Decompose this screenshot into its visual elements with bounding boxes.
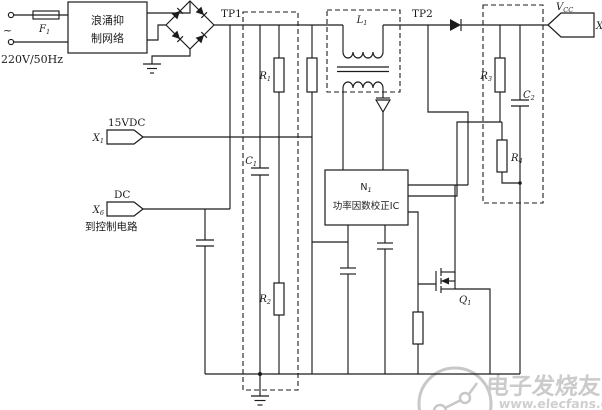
test-point-tp1: TP1 bbox=[221, 8, 242, 20]
resistor-r1: R1 bbox=[258, 25, 285, 283]
connector-x6: DC X6 到控制电路 bbox=[85, 189, 230, 233]
r2-label: R2 bbox=[258, 294, 271, 306]
x1-label: X1 bbox=[92, 133, 104, 145]
mosfet-q1: Q1 bbox=[408, 211, 491, 374]
capacitor-c2: C2 bbox=[511, 25, 535, 374]
connector-x2: VCC X2 bbox=[547, 2, 602, 38]
q1-label: Q1 bbox=[459, 295, 471, 307]
watermark-logo bbox=[417, 366, 493, 410]
diode-output bbox=[450, 19, 462, 31]
wire bbox=[147, 1, 191, 14]
ac-input-terminals: ~ 220V/50Hz bbox=[1, 11, 68, 66]
surge-suppressor-box: 浪涌抑 制网络 bbox=[67, 1, 148, 54]
wire bbox=[427, 25, 469, 185]
ic-n1: N1 功率因数校正IC bbox=[324, 169, 409, 226]
mains-voltage-label: 220V/50Hz bbox=[1, 53, 63, 66]
ic-name-label: 功率因数校正IC bbox=[333, 200, 400, 212]
resistor-startup bbox=[306, 25, 348, 374]
wire bbox=[147, 24, 166, 41]
dashed-group-output-divider bbox=[482, 4, 544, 204]
capacitor-ic-right bbox=[377, 225, 393, 374]
surge-label-line2: 制网络 bbox=[91, 31, 124, 45]
n1-label: N1 bbox=[360, 182, 371, 194]
resistor-r4: R4 bbox=[496, 122, 523, 184]
c1-label: C1 bbox=[245, 156, 257, 168]
c2-label: C2 bbox=[523, 90, 535, 102]
ac-tilde-symbol: ~ bbox=[3, 24, 12, 37]
test-point-tp2: TP2 bbox=[412, 8, 433, 20]
watermark-url: www.elecfans.com bbox=[498, 396, 602, 410]
r4-label: R4 bbox=[510, 153, 523, 165]
ground-symbol-main bbox=[251, 374, 269, 406]
x6-note-label: 到控制电路 bbox=[85, 220, 138, 233]
l1-label: L1 bbox=[356, 15, 368, 27]
x1-signal-label: 15VDC bbox=[108, 117, 145, 129]
fuse-f1: F1 bbox=[32, 10, 60, 36]
r1-label: R1 bbox=[258, 71, 271, 83]
wire bbox=[408, 121, 502, 197]
inductor-l1: L1 bbox=[326, 9, 401, 170]
resistor-gate bbox=[412, 284, 424, 374]
capacitor-x6-branch bbox=[196, 209, 214, 374]
fuse-label: F1 bbox=[38, 24, 50, 36]
diode-zcd bbox=[374, 97, 392, 170]
resistor-r3: R3 bbox=[479, 25, 506, 122]
dashed-group-input-divider bbox=[242, 11, 299, 391]
capacitor-ic-left bbox=[340, 225, 356, 374]
vcc-label: VCC bbox=[556, 2, 573, 14]
x6-signal-label: DC bbox=[114, 189, 130, 201]
resistor-r2: R2 bbox=[258, 282, 285, 374]
capacitor-c1: C1 bbox=[245, 25, 269, 374]
r3-label: R3 bbox=[479, 71, 492, 83]
ground-symbol-input bbox=[143, 49, 191, 74]
watermark-brand: 电子发烧友 bbox=[485, 373, 602, 400]
x6-label: X6 bbox=[92, 205, 104, 217]
connector-x1: 15VDC X1 bbox=[92, 117, 312, 145]
x2-label: X2 bbox=[595, 21, 602, 33]
surge-label-line1: 浪涌抑 bbox=[91, 13, 124, 27]
watermark-text: 电子发烧友 www.elecfans.com bbox=[485, 373, 602, 410]
